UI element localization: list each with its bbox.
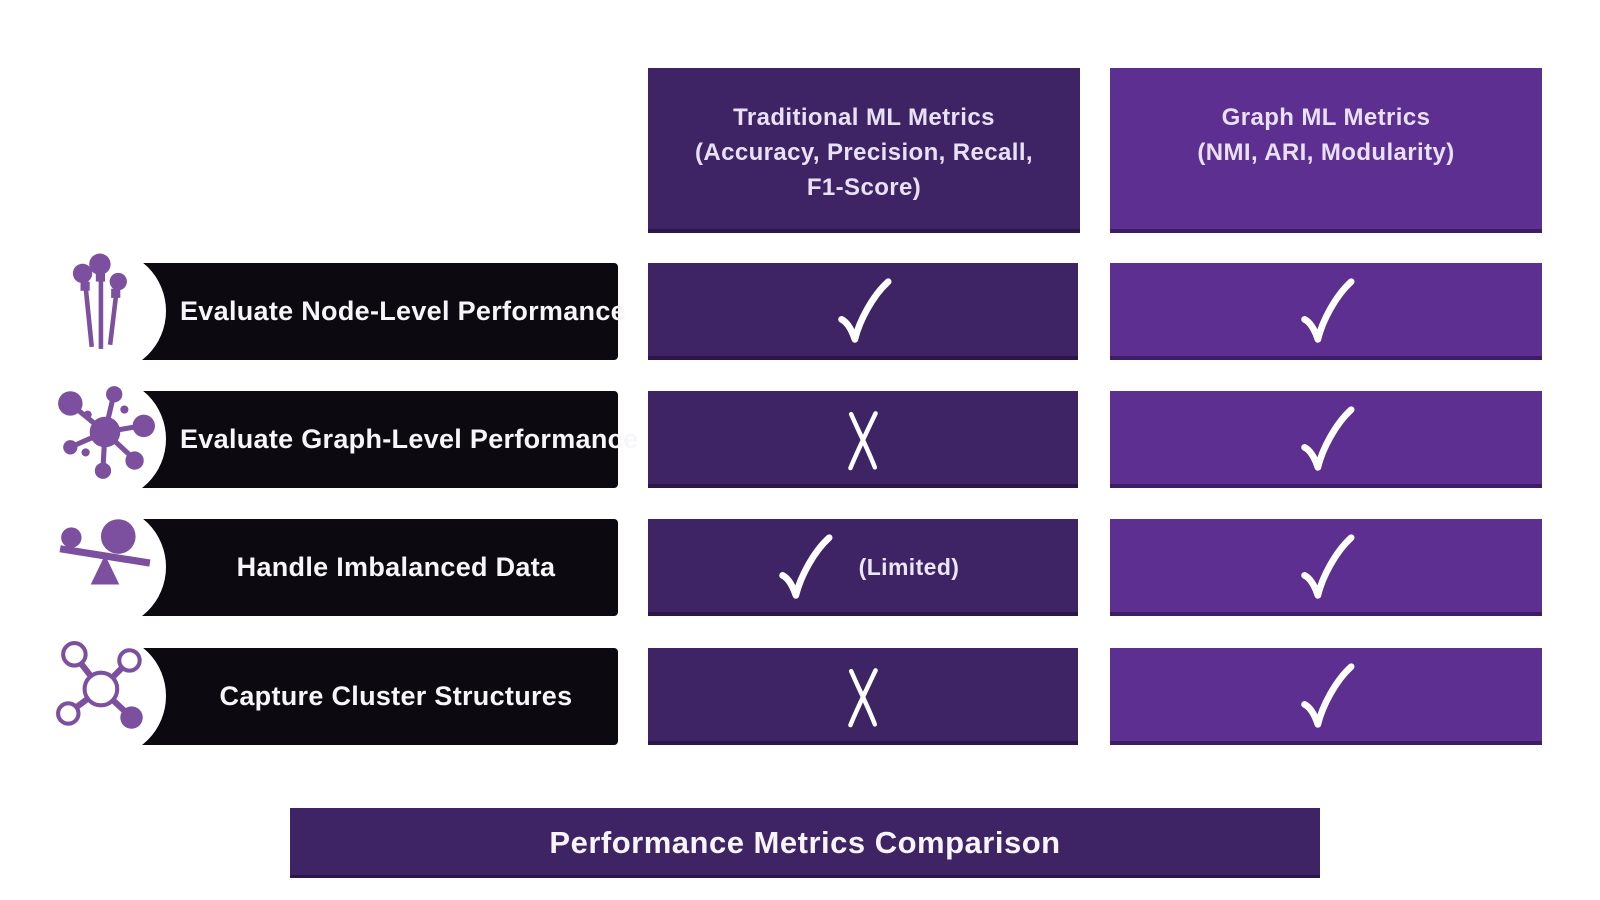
column-header-line: (Accuracy, Precision, Recall,: [695, 139, 1033, 166]
column-header-graph-ml: Graph ML Metrics (NMI, ARI, Modularity): [1110, 68, 1542, 233]
check-mark-icon: [1289, 660, 1363, 734]
column-header-line: (NMI, ARI, Modularity): [1197, 139, 1455, 166]
cell-node-level-traditional: [648, 263, 1078, 360]
row-capture-cluster-structures: Capture Cluster Structures: [42, 634, 618, 758]
row-evaluate-graph-level: Evaluate Graph-Level Performance: [42, 377, 639, 501]
column-header-line: F1-Score): [806, 174, 922, 201]
cell-graph-level-graph: [1110, 391, 1542, 488]
x-mark-icon: [826, 403, 900, 477]
cell-cluster-traditional: [648, 648, 1078, 745]
check-mark-icon: [1289, 531, 1363, 605]
diagram-title: Performance Metrics Comparison: [549, 825, 1061, 860]
row-handle-imbalanced-data: Handle Imbalanced Data: [42, 505, 618, 629]
cell-cluster-graph: [1110, 648, 1542, 745]
row-label: Evaluate Graph-Level Performance: [180, 424, 639, 454]
cell-imbalanced-graph: [1110, 519, 1542, 616]
cell-graph-level-traditional: [648, 391, 1078, 488]
cell-imbalanced-traditional: (Limited): [648, 519, 1078, 616]
row-label: Evaluate Node-Level Performance: [180, 296, 626, 326]
row-evaluate-node-level: Evaluate Node-Level Performance: [42, 249, 626, 373]
x-mark-icon: [826, 660, 900, 734]
diagram-title-bar: Performance Metrics Comparison: [290, 808, 1320, 878]
cluster-icon: [54, 638, 156, 740]
network-graph-icon: [54, 381, 156, 483]
row-label: Handle Imbalanced Data: [236, 552, 556, 582]
node-pins-icon: [54, 253, 156, 355]
check-mark-icon: [1289, 403, 1363, 477]
check-mark-icon: [767, 531, 841, 605]
column-header-line: Graph ML Metrics: [1221, 104, 1431, 131]
column-header-line: Traditional ML Metrics: [733, 104, 995, 131]
check-mark-icon: [826, 275, 900, 349]
row-label: Capture Cluster Structures: [219, 681, 573, 711]
mark-note: (Limited): [858, 554, 960, 580]
balance-scale-icon: [54, 509, 156, 611]
check-mark-icon: [1289, 275, 1363, 349]
column-header-traditional-ml: Traditional ML Metrics (Accuracy, Precis…: [648, 68, 1080, 233]
cell-node-level-graph: [1110, 263, 1542, 360]
